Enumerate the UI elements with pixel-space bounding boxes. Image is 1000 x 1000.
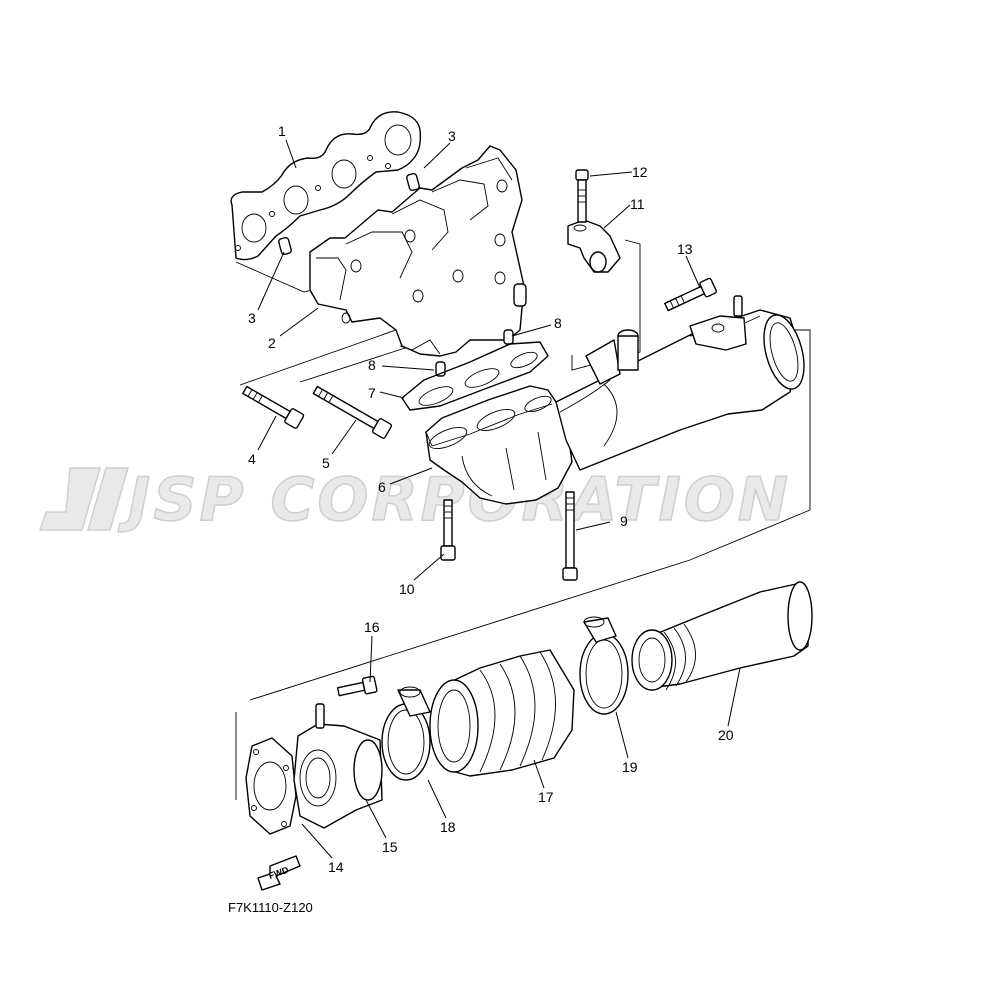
callout-1: 1 [278, 123, 286, 139]
exhaust-manifold-upper [309, 145, 527, 357]
callout-3-top: 3 [448, 128, 456, 144]
watermark: JSP CORPORATION [38, 464, 789, 536]
exhaust-pipe-assembly [555, 295, 805, 471]
hose [429, 649, 575, 777]
callout-18: 18 [440, 819, 456, 835]
callout-11: 11 [630, 196, 645, 212]
bolt-4 [242, 385, 305, 429]
gasket-upper [230, 111, 422, 261]
callout-12: 12 [632, 164, 648, 180]
callout-8-left: 8 [368, 357, 376, 373]
callout-2: 2 [268, 335, 276, 351]
bolt-5 [312, 385, 393, 439]
gasket-middle [401, 341, 549, 411]
callout-15: 15 [382, 839, 398, 855]
dowel-pin-upper-a [406, 172, 420, 192]
callout-3-bottom: 3 [248, 310, 256, 326]
diagram-code: F7K1110-Z120 [228, 900, 313, 915]
exhaust-manifold-lower [425, 385, 573, 505]
callout-9: 9 [620, 513, 628, 529]
gasket-lower [245, 737, 297, 835]
dowel-pin-upper-b [278, 236, 292, 256]
callout-6: 6 [378, 479, 386, 495]
watermark-logo [38, 467, 129, 531]
bolt-16 [336, 675, 378, 697]
callout-20: 20 [718, 727, 734, 743]
bolt-12 [575, 169, 589, 223]
callout-19: 19 [622, 759, 638, 775]
callout-5: 5 [322, 455, 330, 471]
hose-clamp-19 [579, 616, 629, 715]
leader-lines [257, 139, 741, 859]
bolt-13 [664, 277, 717, 312]
callout-13: 13 [677, 241, 693, 257]
callout-17: 17 [538, 789, 554, 805]
pipe [631, 581, 813, 691]
bracket [567, 219, 621, 273]
callout-10: 10 [399, 581, 415, 597]
callout-16: 16 [364, 619, 380, 635]
hose-clamp-18 [381, 686, 431, 781]
fwd-arrow: FWD [257, 855, 301, 891]
bolt-10 [440, 499, 456, 561]
callout-14: 14 [328, 859, 344, 875]
callout-8-right: 8 [554, 315, 562, 331]
callouts: 1 2 3 3 4 5 6 7 8 8 9 10 11 12 13 14 15 … [248, 123, 734, 875]
dowel-pin-middle-b [503, 329, 514, 345]
callout-4: 4 [248, 451, 256, 467]
bolt-9 [562, 491, 578, 581]
callout-7: 7 [368, 385, 376, 401]
joint [293, 703, 383, 829]
